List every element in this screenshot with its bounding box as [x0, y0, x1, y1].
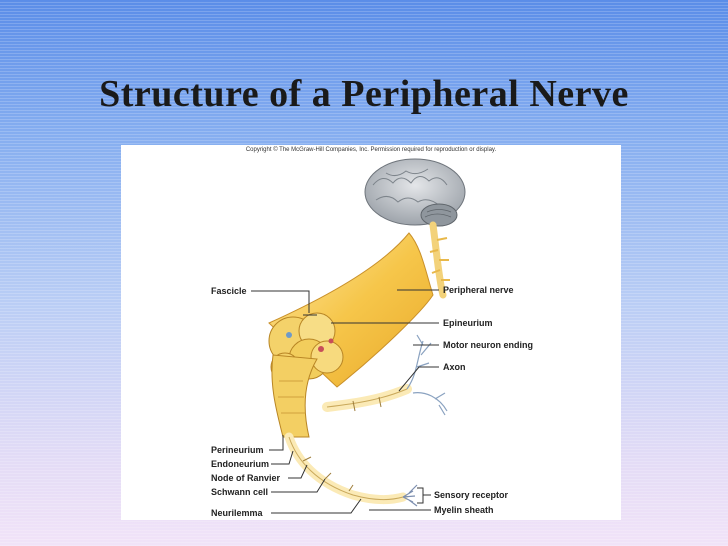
label-endoneurium: Endoneurium — [211, 459, 269, 469]
copyright-notice: Copyright © The McGraw-Hill Companies, I… — [245, 147, 497, 153]
leader-lines — [251, 289, 439, 514]
label-fascicle: Fascicle — [211, 286, 247, 296]
label-peripheral-nerve: Peripheral nerve — [443, 285, 514, 295]
fascicle-strand — [271, 354, 318, 438]
label-axon: Axon — [443, 362, 466, 372]
label-sensory-receptor: Sensory receptor — [434, 490, 509, 500]
label-myelin-sheath: Myelin sheath — [434, 505, 494, 515]
axon-lower — [284, 432, 408, 504]
label-node-of-ranvier: Node of Ranvier — [211, 473, 281, 483]
label-schwann-cell: Schwann cell — [211, 487, 269, 497]
label-motor-neuron-ending: Motor neuron ending — [443, 340, 533, 350]
motor-neuron-ending — [406, 334, 448, 416]
nerve-illustration — [251, 158, 466, 514]
slide-title: Structure of a Peripheral Nerve — [99, 73, 629, 115]
sensory-receptor-ending — [402, 484, 418, 507]
spinal-cord — [429, 221, 447, 299]
label-perineurium: Perineurium — [211, 445, 264, 455]
label-epineurium: Epineurium — [443, 318, 493, 328]
label-neurilemma: Neurilemma — [211, 508, 263, 518]
brain-illustration — [364, 158, 466, 227]
nerve-diagram: Copyright © The McGraw-Hill Companies, I… — [121, 145, 621, 520]
axon-myelinated — [322, 384, 412, 412]
